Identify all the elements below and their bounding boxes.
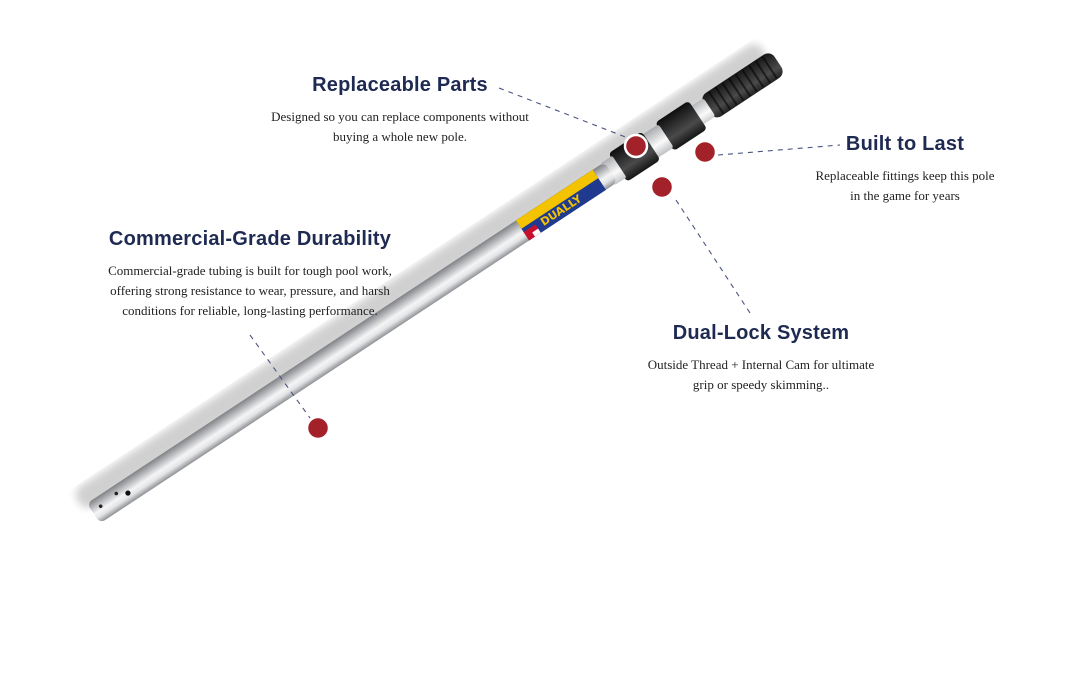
callout-dual-lock: Dual-Lock System Outside Thread + Intern… — [635, 322, 887, 395]
leader-line-dual-lock — [675, 199, 753, 317]
callout-line: conditions for reliable, long-lasting pe… — [122, 303, 378, 318]
callout-description: Replaceable fittings keep this pole in t… — [805, 166, 1005, 206]
hotspot-commercial-grade[interactable] — [305, 415, 331, 441]
pole-hole — [125, 490, 131, 496]
callout-line: Designed so you can replace components w… — [271, 109, 529, 124]
pole-hole — [114, 491, 119, 496]
leader-line-built-to-last — [717, 144, 841, 156]
leader-line-replaceable-parts — [498, 87, 629, 139]
aluminum-tube — [89, 164, 616, 522]
callout-line: in the game for years — [850, 188, 960, 203]
telescopic-pole: DUALLY — [75, 44, 783, 522]
callout-replaceable-parts: Replaceable Parts Designed so you can re… — [255, 74, 545, 147]
callout-commercial-grade: Commercial-Grade Durability Commercial-g… — [100, 228, 400, 321]
hotspot-built-to-last[interactable] — [692, 139, 718, 165]
rubber-grip — [702, 53, 783, 118]
leader-line-commercial-grade — [249, 334, 311, 419]
pole-hole — [98, 504, 103, 509]
callout-line: Outside Thread + Internal Cam for ultima… — [647, 357, 875, 372]
upper-collar — [691, 99, 715, 124]
callout-description: Designed so you can replace components w… — [255, 107, 545, 147]
callout-line: buying a whole new pole. — [333, 129, 467, 144]
callout-line: grip or speedy skimming.. — [692, 377, 830, 392]
callout-description: Commercial-grade tubing is built for tou… — [100, 261, 400, 321]
callout-title: Commercial-Grade Durability — [108, 228, 392, 250]
callout-built-to-last: Built to Last Replaceable fittings keep … — [805, 133, 1005, 206]
hotspot-dual-lock[interactable] — [649, 174, 675, 200]
callout-title: Replaceable Parts — [312, 74, 488, 96]
callout-line: Replaceable fittings keep this pole — [815, 168, 995, 183]
callout-line: Commercial-grade tubing is built for tou… — [108, 263, 392, 278]
callout-title: Built to Last — [845, 133, 965, 155]
callout-title: Dual-Lock System — [672, 322, 850, 344]
hotspot-replaceable-parts[interactable] — [623, 133, 649, 159]
upper-lock-fitting — [656, 102, 706, 150]
callout-description: Outside Thread + Internal Cam for ultima… — [635, 355, 887, 395]
callout-line: offering strong resistance to wear, pres… — [110, 283, 390, 298]
middle-collar — [642, 125, 673, 158]
